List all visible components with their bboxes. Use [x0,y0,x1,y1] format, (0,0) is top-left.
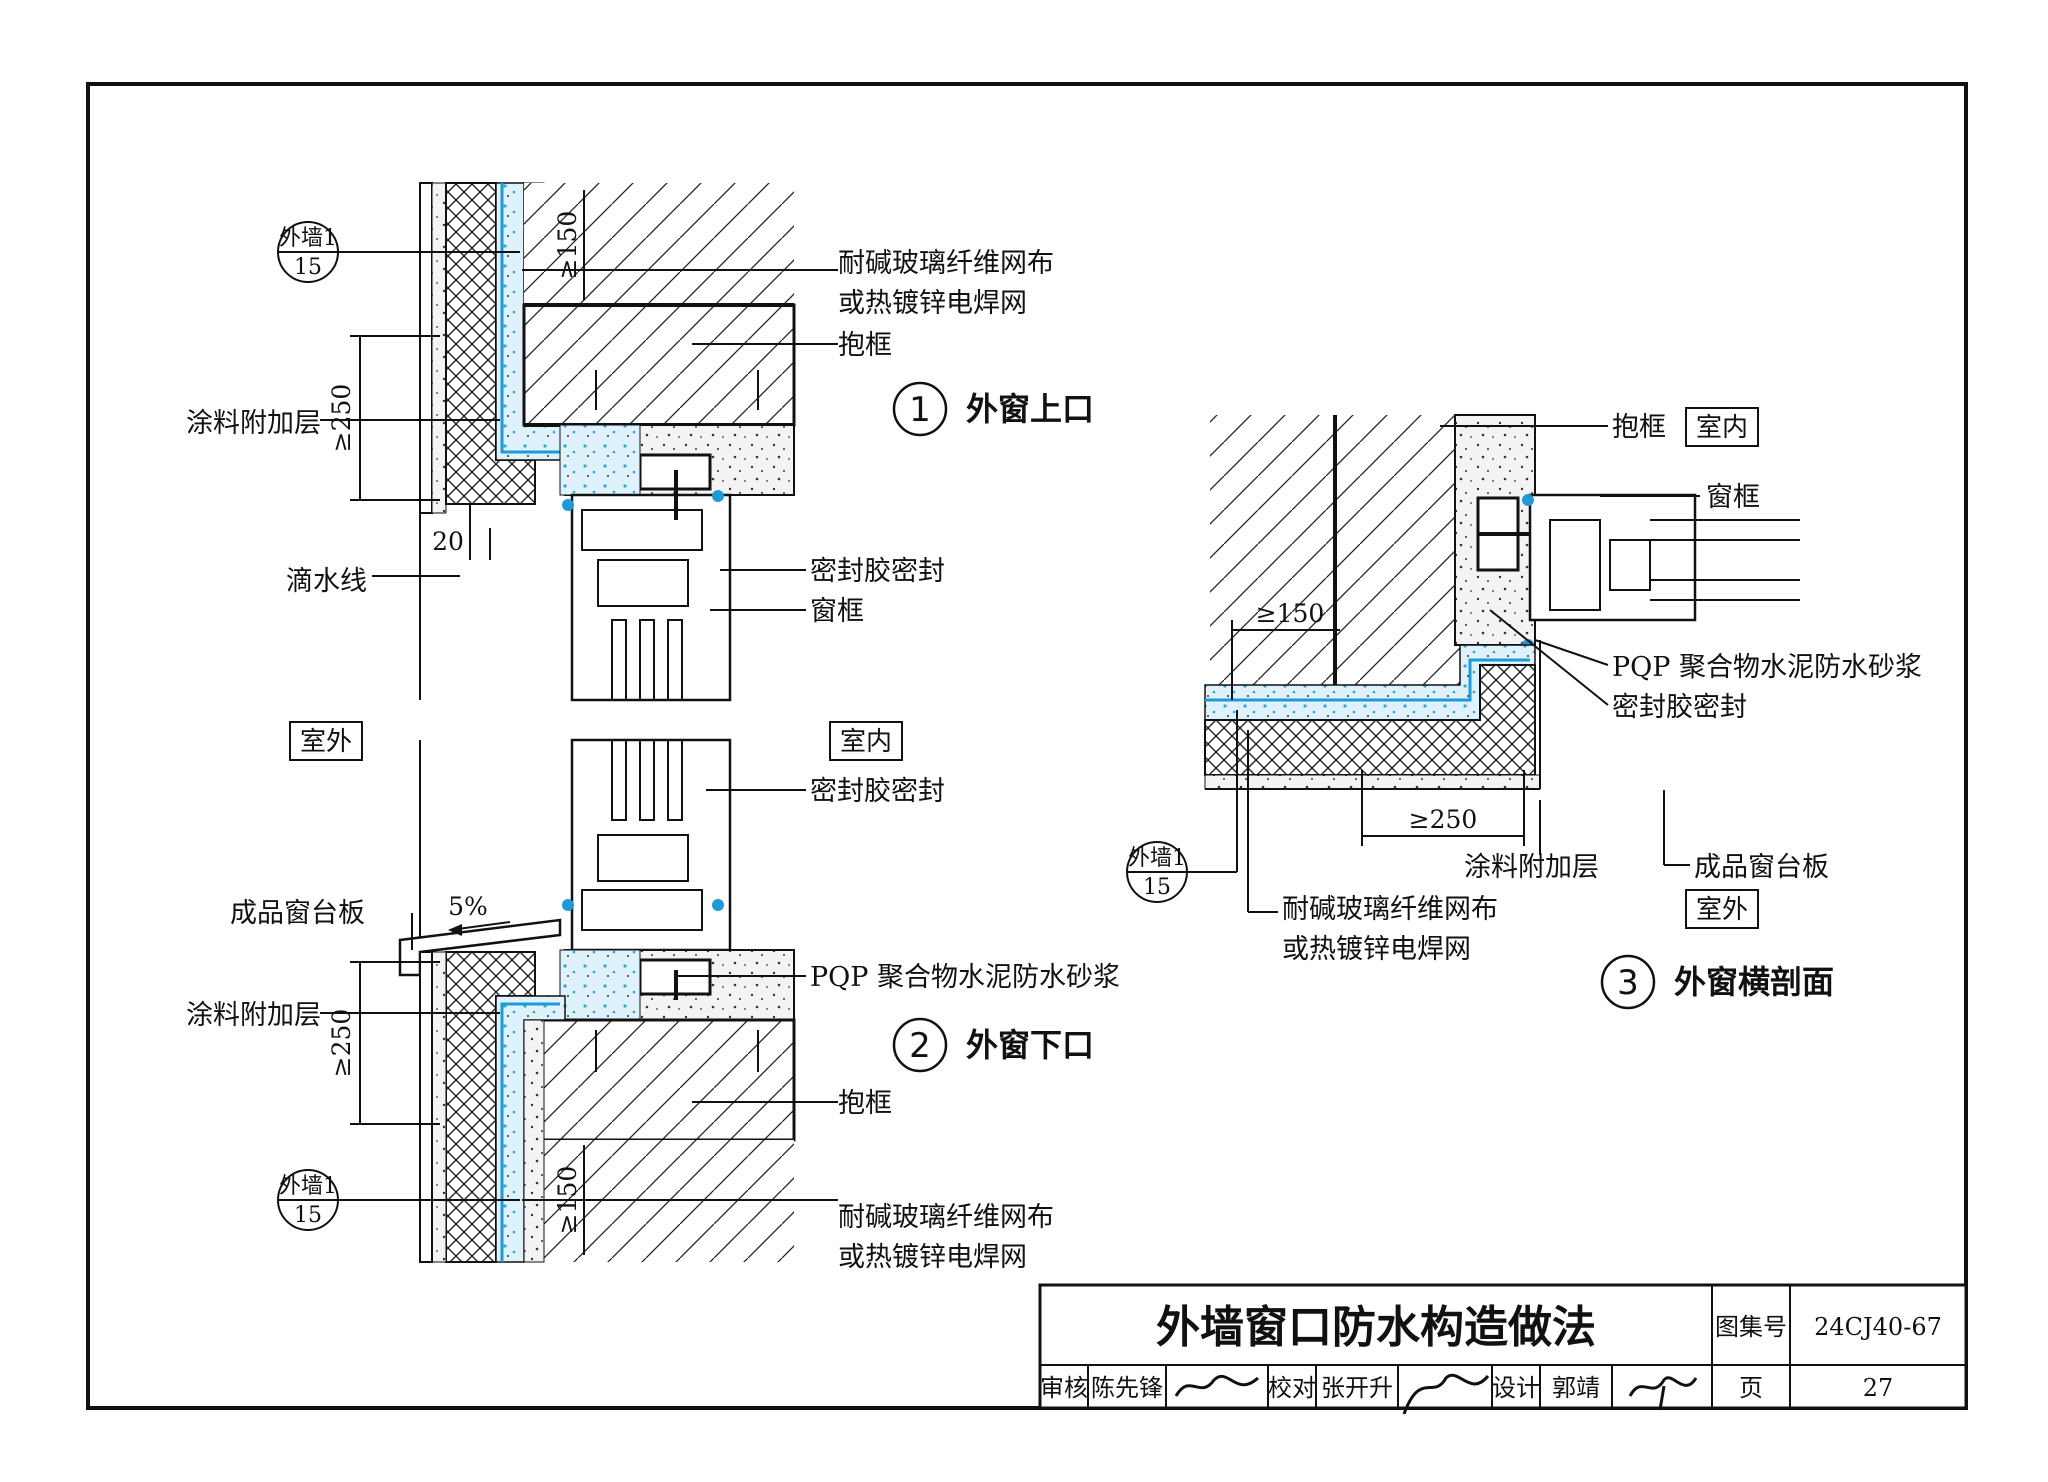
designer-name: 郭靖 [1552,1374,1600,1402]
label-mortar-d3: PQP 聚合物水泥防水砂浆 [1612,652,1922,683]
detail-2-window-sill [398,738,796,1263]
label-mesh-2-d2: 或热镀锌电焊网 [838,1242,1027,1273]
text-outdoor-d1: 室外 [300,727,352,757]
dim-250-top: ≥250 [327,384,356,453]
label-mesh-1-d2: 耐碱玻璃纤维网布 [838,1202,1054,1233]
label-mesh-1-d1: 耐碱玻璃纤维网布 [838,248,1054,279]
label-mesh-1-d3: 耐碱玻璃纤维网布 [1282,894,1498,925]
label-sealant-d2: 密封胶密封 [810,776,945,807]
label-coating-d3: 涂料附加层 [1464,852,1599,883]
label-sill-d3: 成品窗台板 [1694,852,1829,883]
text-indoor-d3: 室内 [1696,413,1748,443]
detail-3-title: 3 外窗横剖面 [1600,954,1834,1010]
detail-3-heading: 外窗横剖面 [1674,963,1834,1001]
reviewer-name: 陈先锋 [1091,1374,1163,1402]
ref-top-sheet: 15 [294,255,322,280]
label-mesh-2-d3: 或热镀锌电焊网 [1282,934,1471,965]
atlas-label: 图集号 [1715,1313,1787,1341]
design-label: 设计 [1492,1374,1540,1402]
detail-2-title: 2 外窗下口 [892,1017,1094,1073]
label-sill-d2: 成品窗台板 [230,898,365,929]
sheet-border [86,82,1968,1410]
detail-1-heading: 外窗上口 [966,390,1094,428]
ref-section-label: 外墙1 [1128,846,1186,871]
dim-250-sill: ≥250 [327,1009,356,1078]
label-sealant-d1: 密封胶密封 [810,556,945,587]
ref-circle-bottom: 外墙1 15 [277,1169,520,1231]
box-indoor-d3: 室内 [1685,407,1759,447]
label-subframe-d3: 抱框 [1612,412,1666,443]
text-indoor-d2: 室内 [840,727,892,757]
detail-1-window-head [419,182,796,702]
box-outdoor-d1: 室外 [289,721,363,761]
detail-2-heading: 外窗下口 [966,1026,1094,1064]
checker-signature [1402,1373,1490,1415]
label-frame-d3: 窗框 [1706,482,1760,513]
check-label: 校对 [1268,1374,1316,1402]
dim-20: 20 [432,527,464,556]
review-label: 审核 [1040,1374,1088,1402]
detail-1-number: 1 [909,390,931,430]
detail-3-number: 3 [1617,963,1639,1003]
sheet-title: 外墙窗口防水构造做法 [1156,1302,1596,1353]
detail-1-dimensions: ≥250 ≥150 20 [327,190,585,560]
ref-bottom-label: 外墙1 [279,1174,337,1199]
label-coating-d2: 涂料附加层 [186,1000,321,1031]
box-indoor-d2: 室内 [829,721,903,761]
label-frame-d1: 窗框 [810,596,864,627]
slope-5pct: 5% [448,892,488,921]
atlas-number: 24CJ40-67 [1814,1313,1942,1341]
dim-250-section: ≥250 [1409,805,1478,834]
label-sealant-d3: 密封胶密封 [1612,692,1747,723]
ref-circle-top: 外墙1 15 [277,221,520,283]
leaders [320,269,1700,1201]
label-subframe-d2: 抱框 [838,1088,892,1119]
label-mortar-d2: PQP 聚合物水泥防水砂浆 [810,962,1120,993]
ref-top-label: 外墙1 [279,226,337,251]
reviewer-signature [1174,1374,1260,1397]
detail-1-title: 1 外窗上口 [892,381,1094,437]
ref-section-sheet: 15 [1143,875,1171,900]
page-number: 27 [1863,1374,1894,1402]
ref-bottom-sheet: 15 [294,1203,322,1228]
dim-150-top: ≥150 [553,211,582,280]
detail-2-number: 2 [909,1026,931,1066]
dim-150-section: ≥150 [1256,599,1325,628]
detail-3-horizontal-section [1204,414,1800,790]
designer-signature [1628,1376,1698,1411]
label-coating-d1: 涂料附加层 [186,408,321,439]
checker-name: 张开升 [1321,1374,1393,1402]
label-mesh-2-d1: 或热镀锌电焊网 [838,288,1027,319]
ref-circle-section: 外墙1 15 [1126,841,1188,903]
label-subframe-d1: 抱框 [838,330,892,361]
label-drip: 滴水线 [286,566,367,597]
title-block: 外墙窗口防水构造做法 图集号 24CJ40-67 审核 陈先锋 校对 张开升 设… [1038,1283,1968,1415]
detail-3-dimensions: ≥150 ≥250 [1231,599,1525,846]
box-outdoor-d3: 室外 [1685,889,1759,929]
page-label: 页 [1739,1374,1763,1402]
text-outdoor-d3: 室外 [1696,895,1748,925]
